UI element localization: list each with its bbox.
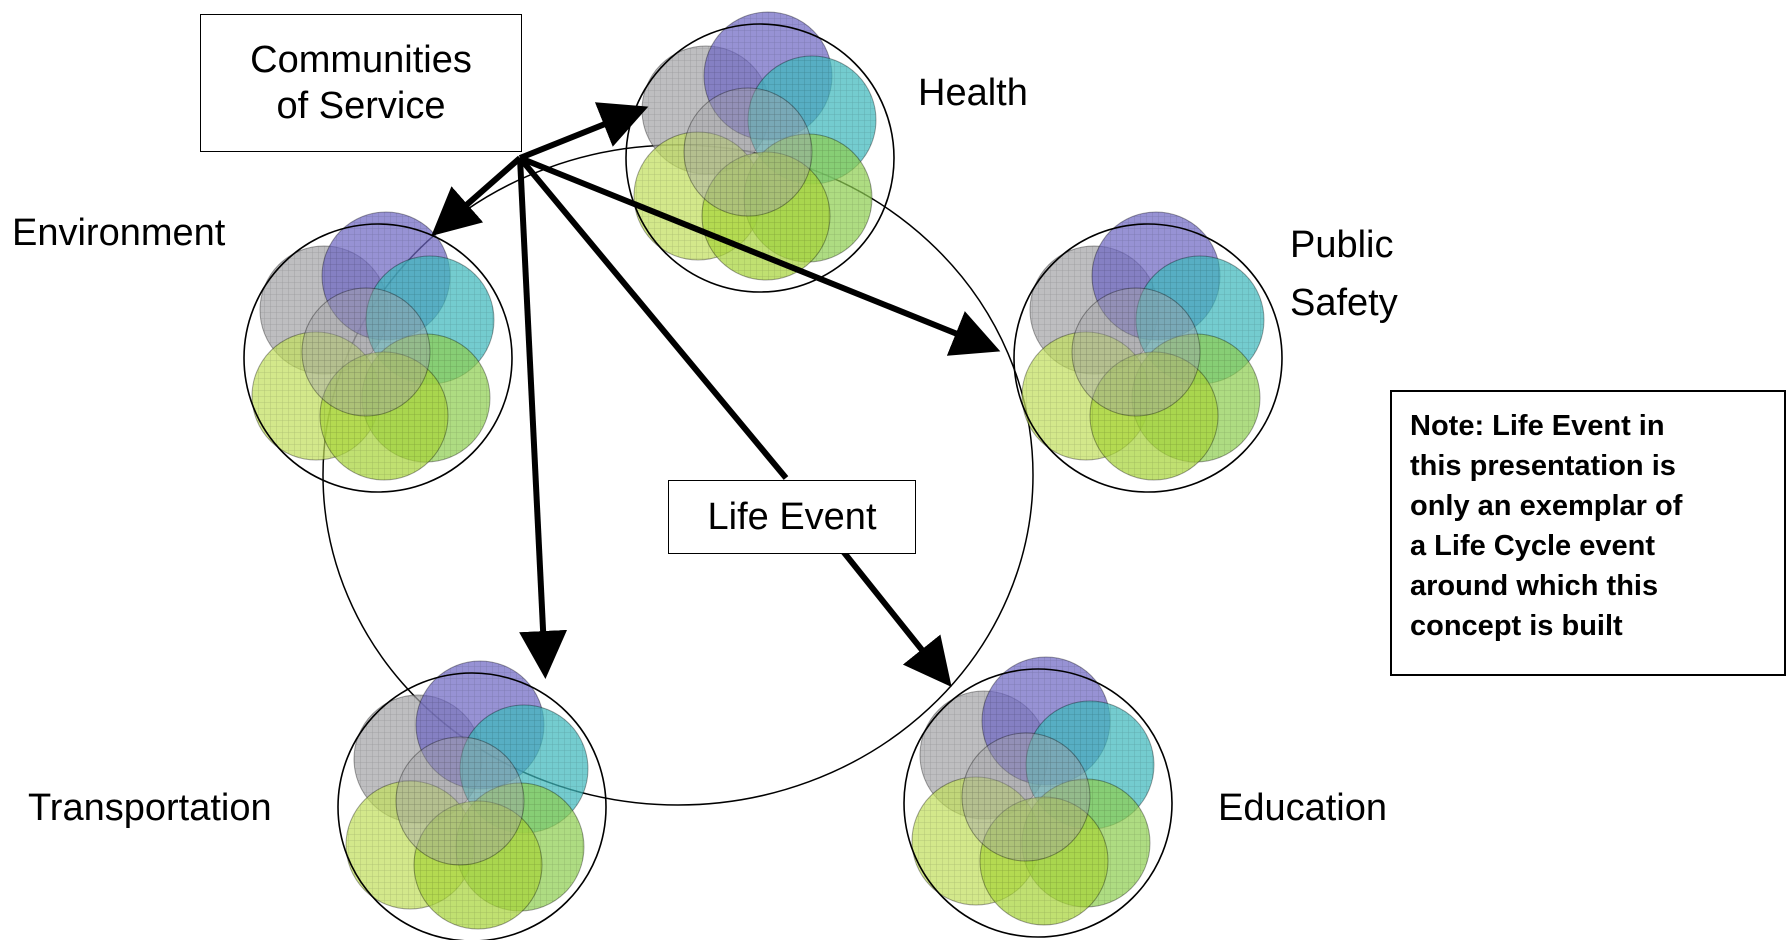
note-line-4: a Life Cycle event bbox=[1410, 530, 1655, 562]
label-environment: Environment bbox=[12, 212, 226, 254]
label-public-safety-1: Public bbox=[1290, 224, 1394, 266]
arrows bbox=[431, 102, 1001, 688]
label-transportation: Transportation bbox=[28, 787, 272, 829]
community-nodes bbox=[243, 11, 1283, 940]
arrow-to-education bbox=[839, 548, 952, 688]
node-health-ring bbox=[625, 23, 895, 293]
note-line-1: Note: Life Event in bbox=[1410, 410, 1665, 442]
note-line-3: only an exemplar of bbox=[1410, 490, 1683, 522]
communities-line-1: Communities bbox=[250, 39, 472, 81]
arrow-to-public-safety bbox=[518, 155, 1001, 356]
note-line-2: this presentation is bbox=[1410, 450, 1676, 482]
communities-of-service-box: Communities of Service bbox=[200, 14, 522, 152]
node-transportation-ring bbox=[337, 672, 607, 940]
life-event-label: Life Event bbox=[707, 496, 877, 538]
node-education-texture-6 bbox=[962, 733, 1090, 861]
node-education-ring bbox=[903, 668, 1173, 938]
note-box: Note: Life Event in this presentation is… bbox=[1390, 390, 1786, 676]
node-environment-ring bbox=[243, 223, 513, 493]
node-public-safety-texture-6 bbox=[1072, 288, 1200, 416]
arrow-to-environment bbox=[431, 155, 522, 236]
node-environment-texture-6 bbox=[302, 288, 430, 416]
arrow-to-transportation bbox=[517, 157, 568, 679]
node-transportation-texture-6 bbox=[396, 737, 524, 865]
arrow-to-life-event bbox=[517, 156, 789, 480]
arrow-to-health bbox=[518, 102, 649, 161]
life-event-box: Life Event bbox=[668, 480, 916, 554]
node-public-safety-ring bbox=[1013, 223, 1283, 493]
node-education bbox=[903, 656, 1173, 938]
node-transportation bbox=[337, 660, 607, 940]
label-health: Health bbox=[918, 72, 1028, 114]
node-health-texture-6 bbox=[684, 88, 812, 216]
label-education: Education bbox=[1218, 787, 1388, 829]
communities-line-2: of Service bbox=[276, 85, 446, 127]
note-line-5: around which this bbox=[1410, 570, 1659, 602]
node-public-safety bbox=[1013, 211, 1283, 493]
note-line-6: concept is built bbox=[1410, 610, 1623, 642]
label-public-safety-2: Safety bbox=[1290, 282, 1398, 324]
node-environment bbox=[243, 211, 513, 493]
node-health bbox=[625, 11, 895, 293]
